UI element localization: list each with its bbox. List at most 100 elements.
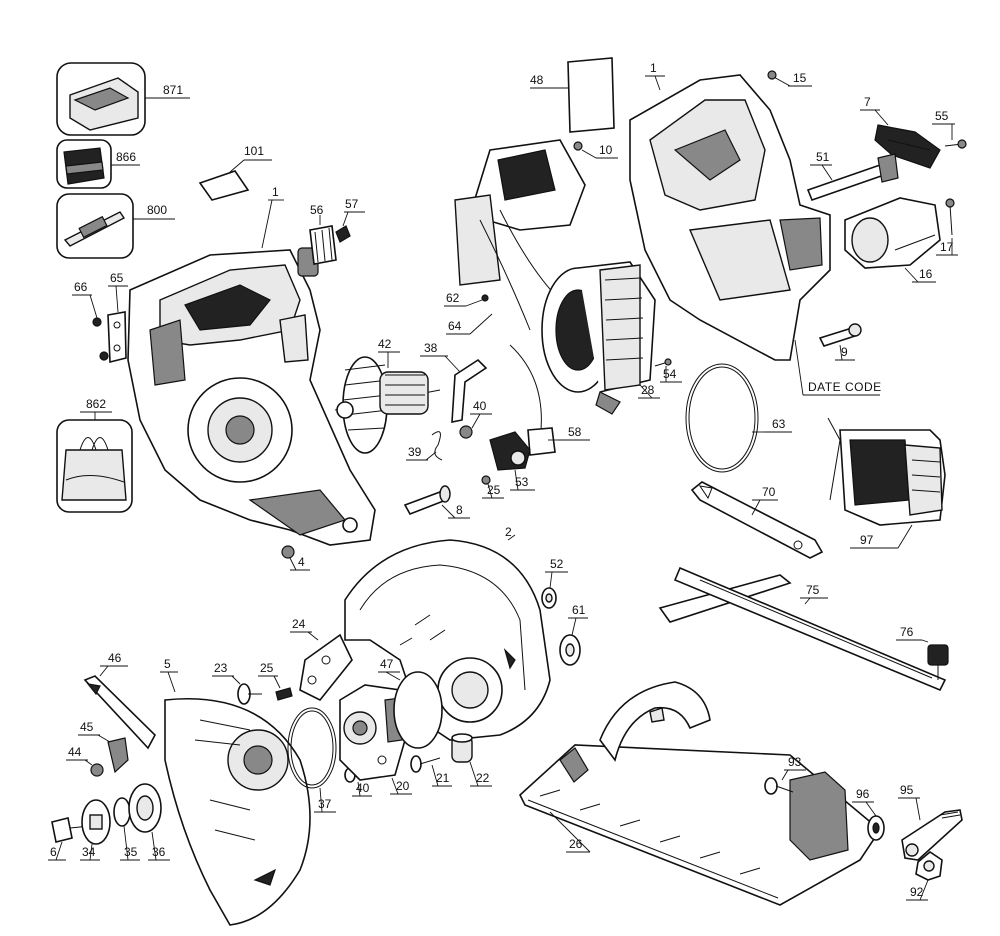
- pin-21: 21: [410, 755, 452, 787]
- callout-93: 93: [788, 755, 802, 769]
- pin-23: 23: [212, 661, 262, 705]
- callout-51: 51: [816, 150, 830, 164]
- handle-cover-16: 16: [844, 197, 941, 283]
- callout-53: 53: [515, 475, 529, 489]
- screw-93: 93: [764, 755, 806, 795]
- bracket-24: 24: [290, 617, 353, 702]
- callout-5: 5: [164, 657, 171, 671]
- callout-38: 38: [424, 341, 438, 355]
- charger-871-inset: 871: [56, 62, 190, 136]
- callout-45: 45: [80, 720, 94, 734]
- callout-866: 866: [116, 150, 136, 164]
- callout-34: 34: [82, 845, 96, 859]
- callout-15: 15: [793, 71, 807, 85]
- lever-38: 38: [420, 341, 488, 423]
- callout-92: 92: [910, 885, 924, 899]
- callout-25-upper: 25: [487, 483, 501, 497]
- callout-37: 37: [318, 797, 332, 811]
- callout-7: 7: [864, 95, 871, 109]
- callout-25-lower: 25: [260, 661, 274, 675]
- rip-fence-75: 75: [658, 566, 947, 692]
- callout-6: 6: [50, 845, 57, 859]
- callout-46: 46: [108, 651, 122, 665]
- callout-70: 70: [762, 485, 776, 499]
- switch-harness: 10 62 64: [444, 139, 618, 335]
- brush-53: 53: [489, 431, 535, 491]
- callout-23: 23: [214, 661, 228, 675]
- callout-57: 57: [345, 197, 359, 211]
- callout-862: 862: [86, 397, 106, 411]
- callout-63: 63: [772, 417, 786, 431]
- gasket-47: 47: [378, 657, 443, 749]
- washer-34: 34: [80, 799, 111, 861]
- upper-guard-2: 2: [344, 525, 551, 741]
- handle-knob-7: 7: [860, 95, 941, 169]
- callout-54: 54: [663, 367, 677, 381]
- callout-2: 2: [505, 525, 512, 539]
- lever-46: 46: [83, 651, 156, 750]
- accessory-800-inset: 800: [56, 193, 175, 259]
- stator-field: 28: [541, 261, 660, 415]
- brush-holder-58: 58: [509, 344, 590, 456]
- callout-97: 97: [860, 533, 874, 547]
- callout-9: 9: [841, 345, 848, 359]
- screw-25-upper: 25: [481, 475, 504, 499]
- nut-4: 4: [281, 545, 310, 571]
- pin-9: 9: [818, 323, 862, 361]
- callout-66: 66: [74, 280, 88, 294]
- callout-1-left: 1: [272, 185, 279, 199]
- callout-17: 17: [940, 240, 954, 254]
- bushing-22: 22: [451, 733, 492, 787]
- bracket-65-screws-66: 66 65: [72, 271, 128, 364]
- label-101: 101: [198, 144, 272, 201]
- callout-22: 22: [476, 771, 490, 785]
- callout-65: 65: [110, 271, 124, 285]
- callout-4: 4: [298, 555, 305, 569]
- callout-39: 39: [408, 445, 422, 459]
- callout-96: 96: [856, 787, 870, 801]
- screw-25-lower: 25: [258, 661, 293, 701]
- screw-57: 57: [335, 197, 365, 243]
- lever-95: 95: [898, 783, 963, 861]
- bolt-51: 51: [806, 150, 899, 202]
- pin-8: 8: [403, 485, 470, 519]
- callout-61: 61: [572, 603, 586, 617]
- callout-26: 26: [569, 837, 583, 851]
- callout-58: 58: [568, 425, 582, 439]
- callout-40-lower: 40: [356, 781, 370, 795]
- screw-17: 17: [936, 198, 958, 256]
- callout-55: 55: [935, 109, 949, 123]
- callout-52: 52: [550, 557, 564, 571]
- knob-76: 76: [896, 625, 949, 680]
- screw-55: 55: [932, 109, 967, 149]
- flange-36: 36: [128, 783, 170, 861]
- callout-101: 101: [244, 144, 264, 158]
- callout-20: 20: [396, 779, 410, 793]
- battery-adapter-97: 97: [827, 417, 946, 549]
- bag-862-inset: 862: [56, 397, 133, 513]
- shoe-26: 26: [519, 681, 882, 906]
- callout-21: 21: [436, 771, 450, 785]
- nut-92: 92: [906, 851, 943, 901]
- callout-48: 48: [530, 73, 544, 87]
- callout-42: 42: [378, 337, 392, 351]
- wrench-70: 70: [690, 481, 824, 559]
- callout-62: 62: [446, 291, 460, 305]
- callout-35: 35: [124, 845, 138, 859]
- housing-half-left: 1: [127, 185, 376, 546]
- spring-39: 39: [406, 431, 443, 461]
- housing-half-right: 1 DATE CODE: [629, 61, 882, 396]
- fan-56: 56: [297, 203, 337, 277]
- callout-40-upper: 40: [473, 399, 487, 413]
- callout-75: 75: [806, 583, 820, 597]
- washer-96: 96: [852, 787, 885, 841]
- callout-10: 10: [599, 143, 613, 157]
- callout-36: 36: [152, 845, 166, 859]
- callout-95: 95: [900, 783, 914, 797]
- callout-871: 871: [163, 83, 183, 97]
- callout-47: 47: [380, 657, 394, 671]
- bolt-6: 6: [48, 817, 91, 861]
- callout-800: 800: [147, 203, 167, 217]
- date-code-label: DATE CODE: [808, 380, 882, 394]
